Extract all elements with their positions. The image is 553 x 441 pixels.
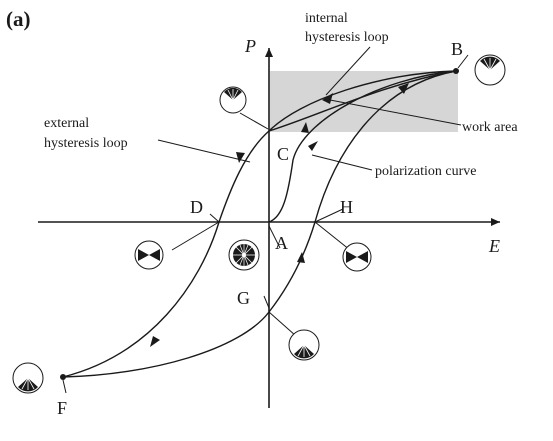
leader-line	[239, 112, 269, 130]
work-area-region	[270, 71, 458, 132]
point-label-g: G	[237, 288, 250, 308]
external-loop-lower-branch	[62, 70, 457, 378]
arrow-marker	[297, 252, 305, 263]
leader-line	[62, 379, 67, 394]
domain-up-sector-icon	[219, 86, 247, 114]
leader-line	[314, 208, 344, 223]
leader-line	[329, 99, 462, 126]
external-loop-upper-branch	[62, 70, 457, 378]
domain-up-sector-icon	[474, 54, 506, 86]
point-label-b: B	[451, 39, 463, 59]
leader-line	[314, 221, 351, 251]
arrow-marker	[322, 93, 333, 104]
leader-line	[268, 225, 281, 249]
leader-line	[157, 139, 251, 163]
point-label-f: F	[57, 398, 67, 418]
internal-loop-label: hysteresis loop	[305, 30, 389, 45]
point-label-d: D	[190, 197, 203, 217]
leader-line	[311, 154, 373, 171]
domain-horizontal-icon	[342, 242, 372, 272]
work-area-label: work area	[462, 120, 518, 135]
domain-down-sector-icon	[12, 362, 44, 394]
horizontal-axis-label: E	[488, 236, 500, 256]
polarization-curve-label: polarization curve	[375, 164, 476, 179]
panel-label: (a)	[6, 7, 31, 31]
domain-random-icon	[228, 239, 260, 271]
arrow-marker	[301, 122, 309, 133]
leader-line	[171, 221, 220, 251]
point-b-dot	[453, 68, 459, 74]
leader-line	[263, 295, 270, 309]
point-label-h: H	[340, 197, 353, 217]
vertical-axis-label: P	[244, 36, 256, 56]
leader-line	[209, 213, 220, 223]
point-label-c: C	[277, 144, 289, 164]
leader-line	[457, 54, 469, 69]
domain-horizontal-icon	[134, 240, 164, 270]
polarization-curve	[268, 70, 457, 223]
arrow-marker	[236, 152, 245, 163]
leader-line	[325, 46, 371, 96]
point-f-dot	[60, 374, 66, 380]
internal-loop-lower-branch	[268, 70, 457, 132]
domain-down-sector-icon	[288, 329, 320, 361]
arrow-marker	[398, 83, 409, 94]
arrow-marker	[150, 336, 160, 347]
arrow-marker	[308, 141, 318, 151]
leader-line	[268, 311, 297, 337]
external-loop-label: external	[44, 116, 89, 131]
internal-loop-label: internal	[305, 11, 348, 26]
point-label-a: A	[275, 233, 288, 253]
external-loop-label: hysteresis loop	[44, 136, 128, 151]
